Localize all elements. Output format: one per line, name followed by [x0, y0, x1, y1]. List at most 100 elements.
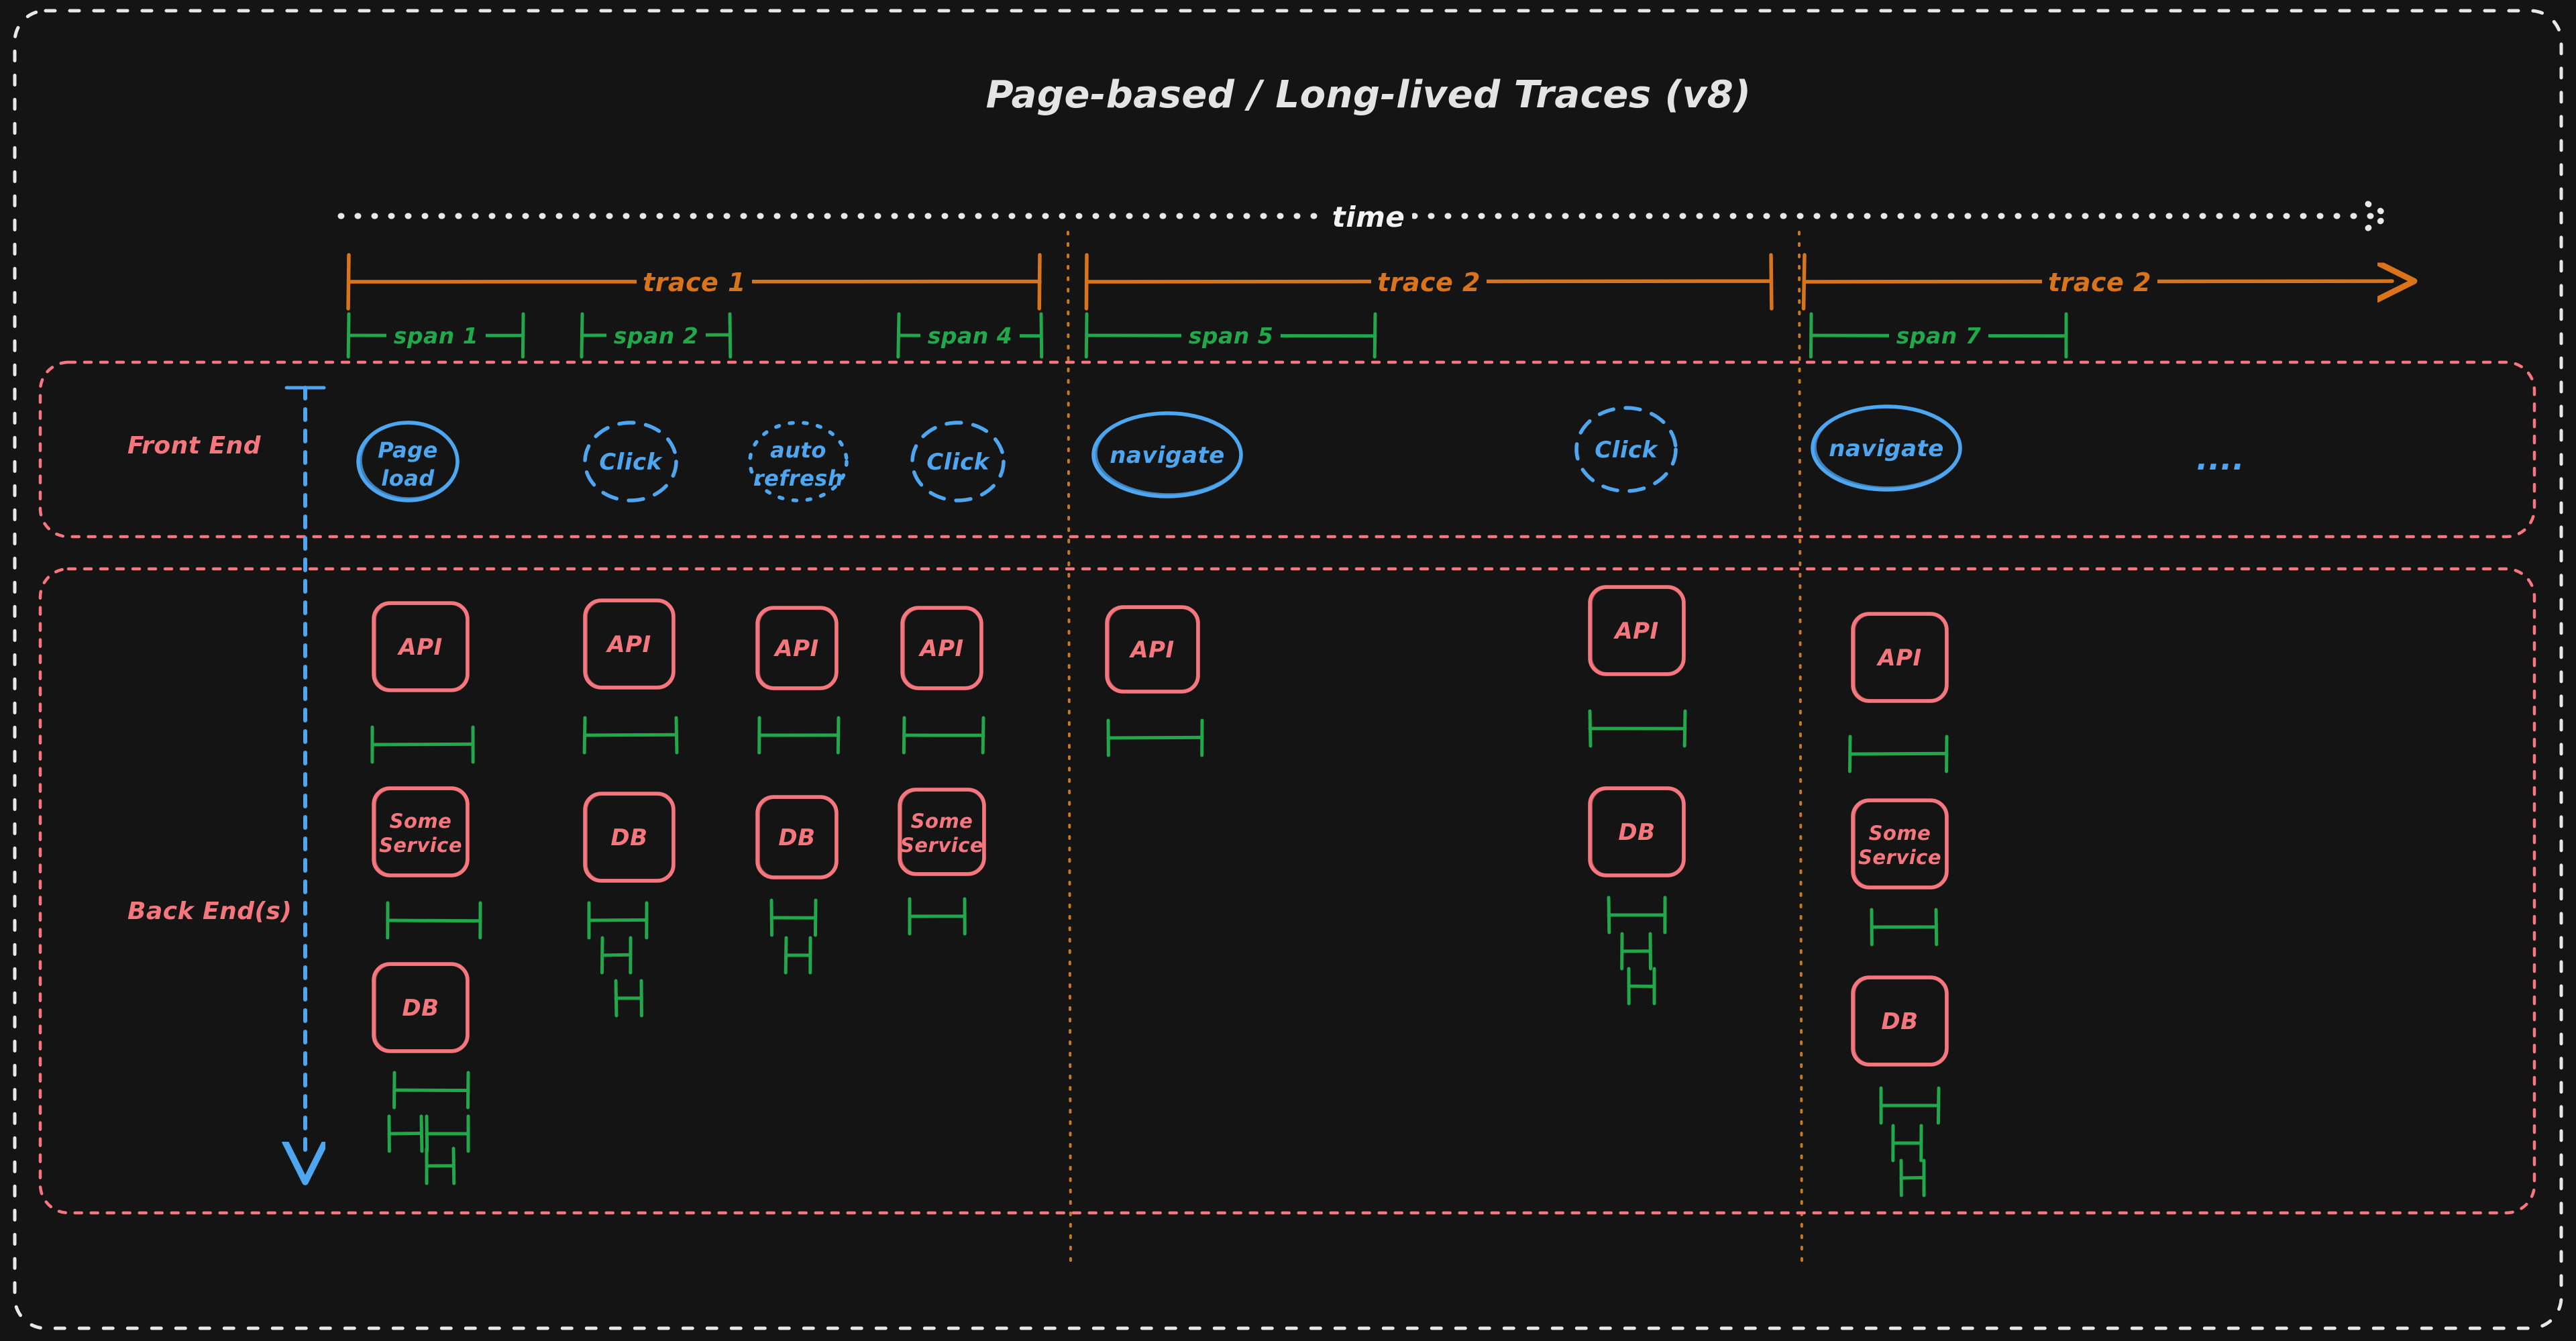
back-end-span-bar: [584, 718, 677, 753]
span-label: span 4: [928, 323, 1012, 349]
back-end-span-bar: [1881, 1088, 1939, 1123]
back-end-node[interactable]: DB: [1853, 977, 1947, 1065]
span-cap-start: [1590, 711, 1591, 746]
span-cap-end: [815, 900, 816, 935]
back-end-node[interactable]: SomeService: [374, 788, 468, 875]
span-label: span 7: [1896, 323, 1981, 349]
back-end-node[interactable]: API: [1107, 607, 1198, 692]
span-cap-start: [348, 314, 349, 357]
span-cap-end: [730, 314, 731, 357]
back-end-span-bar: [1901, 1161, 1924, 1195]
back-end-column-2: API DB: [584, 600, 677, 1016]
front-end-node[interactable]: Pageload: [358, 422, 458, 500]
back-end-node[interactable]: API: [585, 600, 674, 688]
front-end-row-label: Front End: [127, 432, 262, 460]
traces-layer: trace 1span 1span 2span 4trace 2span 5tr…: [348, 255, 2392, 357]
back-end-node[interactable]: DB: [757, 797, 837, 877]
front-end-node[interactable]: navigate: [1813, 406, 1960, 490]
back-end-span-bar: [372, 727, 473, 762]
node-label: API: [773, 635, 818, 662]
node-label: Pageload: [378, 437, 438, 491]
span-cap-end: [1041, 314, 1042, 357]
span-cap-start: [898, 314, 899, 357]
span-bar: [1108, 737, 1202, 738]
front-end-ellipsis: ....: [2196, 441, 2245, 477]
span-cap-end: [676, 718, 677, 753]
trace-cap-start: [348, 255, 349, 309]
back-end-row-label: Back End(s): [127, 898, 292, 925]
back-end-node[interactable]: API: [757, 608, 837, 688]
front-end-node[interactable]: Click: [585, 423, 676, 500]
node-label: DB: [402, 995, 439, 1022]
back-end-node[interactable]: API: [1853, 614, 1947, 701]
span-group-span-1: span 1: [348, 314, 523, 357]
node-label: API: [396, 634, 442, 661]
span-group-span-7: span 7: [1811, 314, 2066, 357]
front-end-node[interactable]: Click: [912, 423, 1004, 500]
node-label: Click: [599, 449, 663, 476]
span-bar: [388, 920, 480, 921]
back-end-span-bar: [602, 938, 631, 973]
span-cap-start: [1086, 314, 1087, 357]
trace-dividers: [1068, 232, 1802, 1269]
front-end-node[interactable]: Click: [1576, 408, 1676, 491]
trace-cap-start: [1086, 255, 1087, 309]
back-end-node[interactable]: SomeService: [1853, 800, 1947, 888]
span-cap-end: [421, 1116, 422, 1151]
span-cap-end: [453, 1148, 454, 1183]
back-end-node[interactable]: API: [1590, 587, 1684, 674]
back-end-column-3: API DB: [757, 608, 839, 973]
back-end-span-bar: [1590, 711, 1685, 746]
back-end-span-bar: [1629, 969, 1654, 1004]
canvas-border: [15, 11, 2561, 1328]
back-end-column-6: API DB: [1590, 587, 1685, 1004]
back-end-span-bar: [1872, 910, 1937, 945]
front-end-node[interactable]: navigate: [1093, 413, 1241, 496]
span-bar: [389, 1133, 421, 1134]
node-label: API: [1876, 645, 1921, 672]
back-end-column-5: API: [1107, 607, 1202, 755]
back-end-nodes: APISomeServiceDBAPIDBAPIDBAPISomeService…: [372, 587, 1947, 1195]
span-label: span 5: [1189, 323, 1273, 349]
node-label: DB: [778, 824, 815, 851]
page-title: Page-based / Long-lived Traces (v8): [986, 73, 1752, 117]
back-end-node[interactable]: SomeService: [900, 790, 984, 874]
back-end-span-bar: [904, 718, 983, 753]
span-label: span 2: [614, 323, 698, 349]
span-cap-start: [771, 900, 772, 935]
back-end-node[interactable]: API: [374, 603, 468, 690]
span-group-span-4: span 4: [898, 314, 1042, 357]
front-end-node[interactable]: autorefresh: [750, 423, 847, 500]
node-label: Click: [1595, 437, 1658, 464]
span-bar: [372, 744, 473, 745]
trace-label: trace 1: [643, 268, 746, 297]
back-end-span-bar: [910, 899, 965, 934]
back-end-column-7: API SomeServiceDB: [1849, 614, 1947, 1195]
trace-cap-start: [1804, 255, 1805, 309]
back-end-node[interactable]: DB: [1590, 788, 1684, 875]
back-end-span-bar: [427, 1148, 454, 1183]
node-label: API: [605, 631, 651, 658]
node-label: API: [1613, 618, 1658, 645]
back-end-span-bar: [394, 1073, 468, 1108]
back-end-column-1: API SomeServiceDB: [372, 603, 480, 1183]
back-end-span-bar: [427, 1116, 468, 1151]
node-label: DB: [1881, 1008, 1918, 1035]
back-end-node[interactable]: DB: [374, 964, 468, 1051]
node-label: SomeService: [1858, 822, 1941, 869]
span-label: span 1: [394, 323, 478, 349]
node-label: API: [918, 635, 963, 662]
span-group-span-2: span 2: [582, 314, 731, 357]
back-end-node[interactable]: DB: [585, 794, 674, 881]
trace-cap-end: [1039, 255, 1040, 309]
node-label: API: [1128, 637, 1174, 663]
back-end-span-bar: [1849, 737, 1947, 771]
depth-arrow: [286, 388, 324, 1158]
back-end-span-bar: [1622, 934, 1651, 969]
trace-group-1: trace 1 span 1 span 2 span 4: [348, 255, 1042, 357]
back-end-span-bar: [1893, 1126, 1921, 1161]
back-end-node[interactable]: API: [902, 608, 981, 688]
span-cap-end: [838, 718, 839, 753]
back-end-span-bar: [389, 1116, 422, 1151]
